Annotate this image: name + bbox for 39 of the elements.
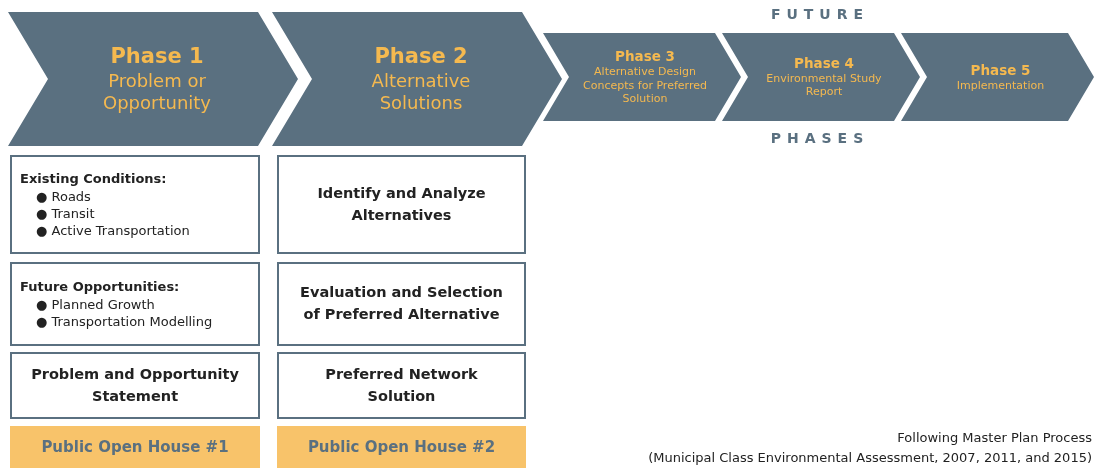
phase-title: Phase 3 <box>615 47 675 65</box>
task-box <box>10 155 260 254</box>
banner-text: Public Open House #1 <box>40 436 230 458</box>
task-text: Identify and Analyze Alternatives <box>316 183 487 225</box>
box-heading: Existing Conditions: <box>19 170 168 188</box>
task-box <box>277 352 526 419</box>
task-box <box>10 262 260 346</box>
phase-banner <box>543 33 741 121</box>
task-box <box>277 155 526 254</box>
bullet-item: ● Transportation Modelling <box>35 312 214 330</box>
phase-description: Environmental Study Report <box>765 71 883 100</box>
task-box <box>277 262 526 346</box>
task-text: Evaluation and Selection of Preferred Alternative <box>299 283 504 324</box>
bullet-item: ● Planned Growth <box>35 295 156 313</box>
bullet-item: ● Transit <box>35 204 96 222</box>
phase-description: Alternative Design Concepts for Preferred Solution <box>582 64 708 107</box>
phase-description: Problem or Opportunity <box>102 69 212 115</box>
phase-title: Phase 1 <box>110 43 204 70</box>
footnote-text: Following Master Plan Process <box>896 430 1092 445</box>
task-box <box>10 352 260 419</box>
task-text: Problem and Opportunity Statement <box>30 364 240 406</box>
bullet-item: ● Active Transportation <box>35 221 191 239</box>
box-heading: Future Opportunities: <box>19 278 181 296</box>
phase-description: Implementation <box>956 78 1045 93</box>
phase-banner <box>722 33 920 121</box>
section-heading: FUTURE <box>769 6 871 22</box>
event-banner <box>277 426 526 468</box>
phase-banner <box>8 12 298 146</box>
phase-title: Phase 4 <box>794 54 854 72</box>
phase-title: Phase 2 <box>374 43 468 70</box>
footnote-text: (Municipal Class Environmental Assessment, 2007, 2011, and 2015) <box>647 450 1092 465</box>
phase-title: Phase 5 <box>970 61 1031 79</box>
task-text: Preferred Network Solution <box>324 364 479 406</box>
banner-text: Public Open House #2 <box>306 436 497 458</box>
section-heading: PHASES <box>769 130 871 146</box>
bullet-item: ● Roads <box>35 187 92 205</box>
phase-banner <box>901 33 1094 121</box>
phase-description: Alternative Solutions <box>370 69 472 115</box>
event-banner <box>10 426 260 468</box>
